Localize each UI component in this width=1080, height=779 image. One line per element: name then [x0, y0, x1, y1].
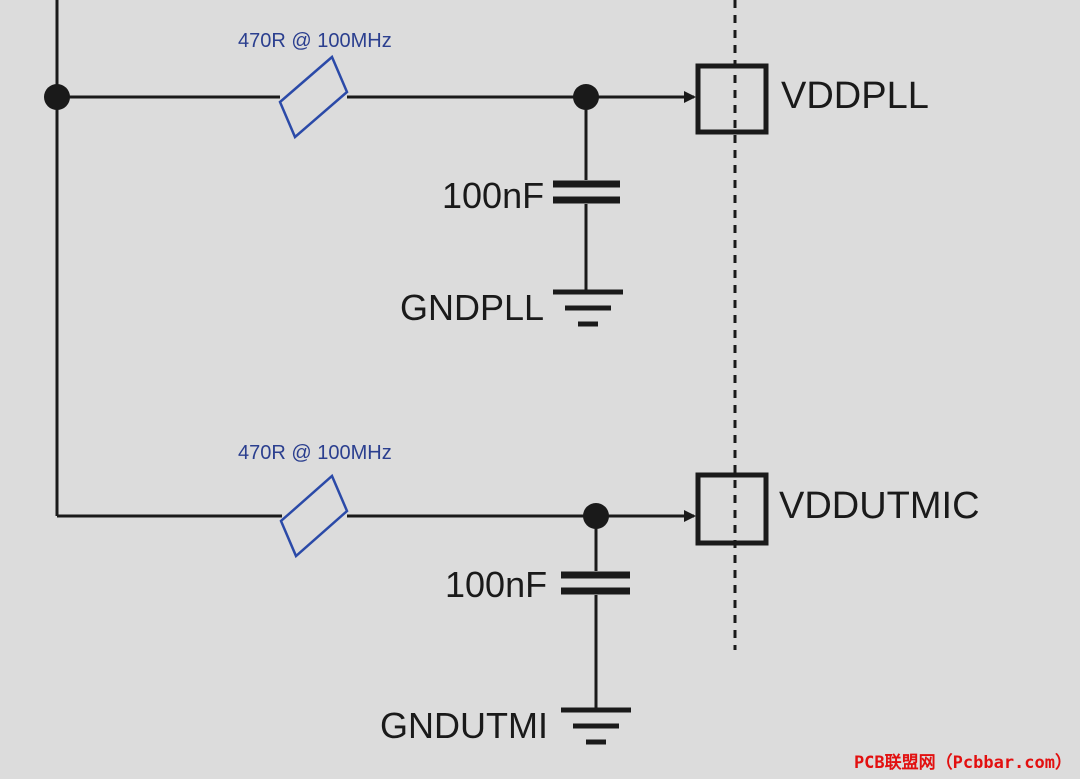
pin-box-vddutmic	[695, 472, 769, 546]
ground-symbol-bottom	[561, 707, 631, 745]
ground-symbol-top	[553, 289, 623, 327]
ferrite-bead-top	[278, 54, 349, 140]
capacitor-bottom-label: 100nF	[445, 564, 547, 605]
ferrite-bead-bottom-label: 470R @ 100MHz	[238, 442, 392, 464]
capacitor-top-label: 100nF	[442, 175, 544, 216]
ground-label-gndutmi: GNDUTMI	[380, 705, 548, 746]
watermark-text: PCB联盟网（Pcbbar.com）	[853, 753, 1072, 773]
ferrite-bead-top-label: 470R @ 100MHz	[238, 30, 392, 52]
pin-label-vddpll: VDDPLL	[781, 75, 929, 117]
pin-box-vddpll	[695, 63, 769, 135]
ferrite-bead-bottom	[279, 473, 349, 559]
ground-label-gndpll: GNDPLL	[400, 287, 544, 328]
pin-label-vddutmic: VDDUTMIC	[779, 485, 980, 527]
